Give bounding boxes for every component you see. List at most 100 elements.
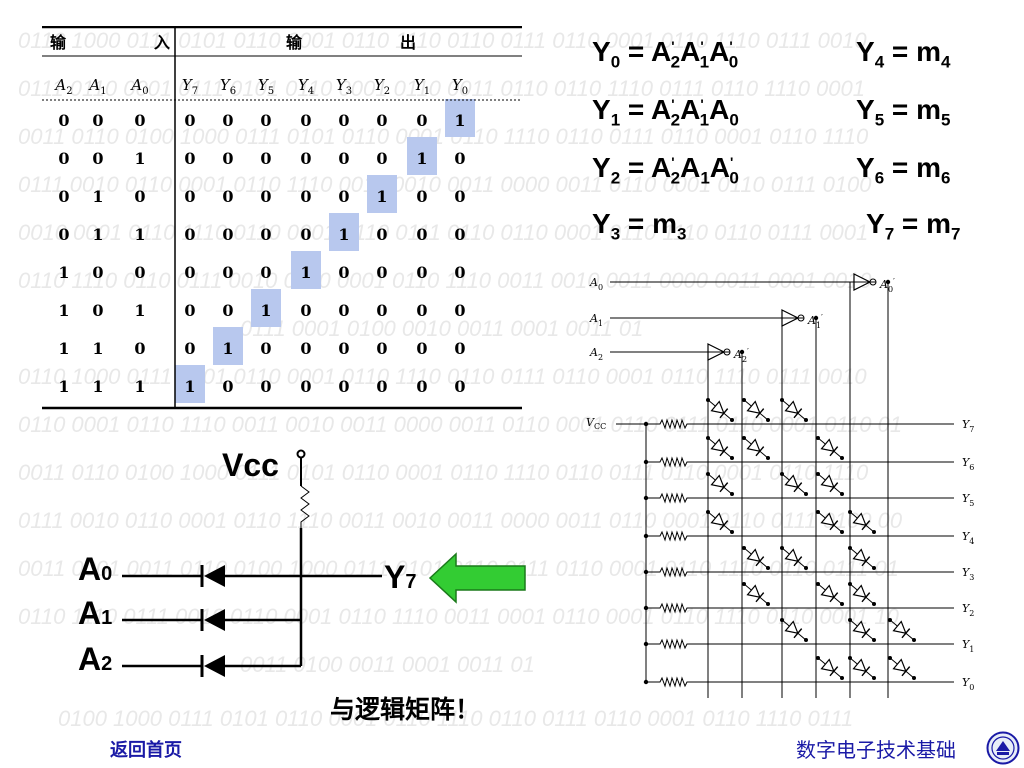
diode-icon <box>708 438 732 458</box>
column-header: Y2 <box>374 76 390 97</box>
table-cell: 0 <box>222 377 233 396</box>
table-cell: 1 <box>184 377 195 396</box>
equation-y7: Y7 = m7 <box>866 208 961 244</box>
table-cell: 1 <box>222 339 233 358</box>
output-label-Y6: Y6 <box>962 456 974 472</box>
diode-icon <box>782 620 806 640</box>
diode-icon <box>850 658 874 678</box>
table-cell: 1 <box>92 377 103 396</box>
column-header: Y1 <box>414 76 430 97</box>
column-header: Y5 <box>258 76 274 97</box>
table-cell: 0 <box>454 187 465 206</box>
table-cell: 1 <box>134 149 145 168</box>
binary-watermark-row: 0110 1000 0111 0101 0110 0001 0110 1110 … <box>18 364 867 389</box>
table-cell: 1 <box>416 149 427 168</box>
binary-watermark-row: 0011 0110 0100 1000 0111 0101 0110 0001 … <box>18 124 869 149</box>
column-header: Y3 <box>336 76 352 97</box>
table-cell: 1 <box>376 187 387 206</box>
table-cell: 1 <box>300 263 311 282</box>
resistor-icon <box>646 418 693 430</box>
table-cell: 0 <box>376 263 387 282</box>
table-cell: 0 <box>300 301 311 320</box>
highlight-cell <box>251 289 281 327</box>
table-cell: 0 <box>300 187 311 206</box>
output-group-header: 输 出 <box>286 33 416 52</box>
vcc-label: Vcc <box>222 447 279 483</box>
junction-dot <box>885 279 891 285</box>
equation-y3: Y3 = m3 <box>592 208 687 244</box>
input-group-header: 输 入 <box>50 33 170 52</box>
diode-icon <box>204 609 225 631</box>
table-cell: 1 <box>58 339 69 358</box>
diode-icon <box>708 400 732 420</box>
caption: 与逻辑矩阵！ <box>330 695 481 724</box>
diode-icon <box>818 512 842 532</box>
table-cell: 0 <box>454 377 465 396</box>
table-cell: 0 <box>300 111 311 130</box>
table-cell: 0 <box>416 339 427 358</box>
diode-icon <box>818 658 842 678</box>
pullup-resistor-icon <box>300 485 310 528</box>
table-cell: 0 <box>338 339 349 358</box>
table-cell: 0 <box>58 149 69 168</box>
table-cell: 0 <box>184 301 195 320</box>
table-cell: 0 <box>300 377 311 396</box>
highlight-cell <box>329 213 359 251</box>
equation-y5: Y5 = m5 <box>856 94 951 130</box>
table-cell: 0 <box>184 225 195 244</box>
binary-watermark-row: 0111 0110 0001 0111 0101 0110 0001 0110 … <box>18 76 865 101</box>
highlight-cell <box>407 137 437 175</box>
column-header: Y7 <box>182 76 198 97</box>
table-cell: 0 <box>58 111 69 130</box>
table-cell: 0 <box>92 301 103 320</box>
table-cell: 0 <box>134 339 145 358</box>
resistor-icon <box>646 638 693 650</box>
table-cell: 0 <box>416 301 427 320</box>
table-cell: 0 <box>58 225 69 244</box>
table-cell: 0 <box>416 225 427 244</box>
table-cell: 0 <box>338 111 349 130</box>
highlight-cell <box>445 99 475 137</box>
vcc-label: VCC <box>586 416 606 431</box>
table-cell: 0 <box>92 111 103 130</box>
output-label-Y3: Y3 <box>962 566 974 582</box>
table-cell: 0 <box>92 263 103 282</box>
resistor-icon <box>646 602 693 614</box>
diode-icon <box>744 548 768 568</box>
table-cell: 0 <box>300 225 311 244</box>
table-cell: 0 <box>134 111 145 130</box>
resistor-icon <box>646 456 693 468</box>
table-cell: 0 <box>454 263 465 282</box>
diode-icon <box>782 548 806 568</box>
back-home-link[interactable]: 返回首页 <box>110 740 182 761</box>
table-cell: 0 <box>184 149 195 168</box>
column-header: A0 <box>129 76 148 97</box>
resistor-icon <box>646 492 693 504</box>
table-cell: 0 <box>260 187 271 206</box>
output-label-Y4: Y4 <box>962 530 974 546</box>
table-cell: 0 <box>92 149 103 168</box>
table-cell: 0 <box>184 187 195 206</box>
diode-icon <box>708 512 732 532</box>
diode-icon <box>204 565 225 587</box>
input-label-A0: A0 <box>589 276 603 292</box>
table-cell: 1 <box>134 377 145 396</box>
highlight-cell <box>213 327 243 365</box>
binary-watermark-row: 0111 0010 0110 0001 0110 1110 0011 0010 … <box>18 508 903 533</box>
table-cell: 0 <box>376 301 387 320</box>
junction-dot <box>739 349 745 355</box>
diode-icon <box>782 400 806 420</box>
output-label-Y1: Y1 <box>962 638 974 654</box>
table-cell: 0 <box>416 111 427 130</box>
footer-course-title: 数字电子技术基础 <box>796 738 956 762</box>
column-header: Y4 <box>298 76 314 97</box>
table-cell: 0 <box>338 263 349 282</box>
binary-watermark-row: 0100 1000 0111 0101 0110 0001 0110 1110 … <box>58 706 854 731</box>
input-label-A1: A1 <box>589 312 603 328</box>
diode-icon <box>818 474 842 494</box>
binary-watermark-row: 0110 1110 0110 0111 0010 0110 0001 0110 … <box>18 268 872 293</box>
university-logo-icon <box>986 731 1020 765</box>
table-cell: 0 <box>338 377 349 396</box>
table-cell: 0 <box>300 149 311 168</box>
table-cell: 1 <box>92 339 103 358</box>
